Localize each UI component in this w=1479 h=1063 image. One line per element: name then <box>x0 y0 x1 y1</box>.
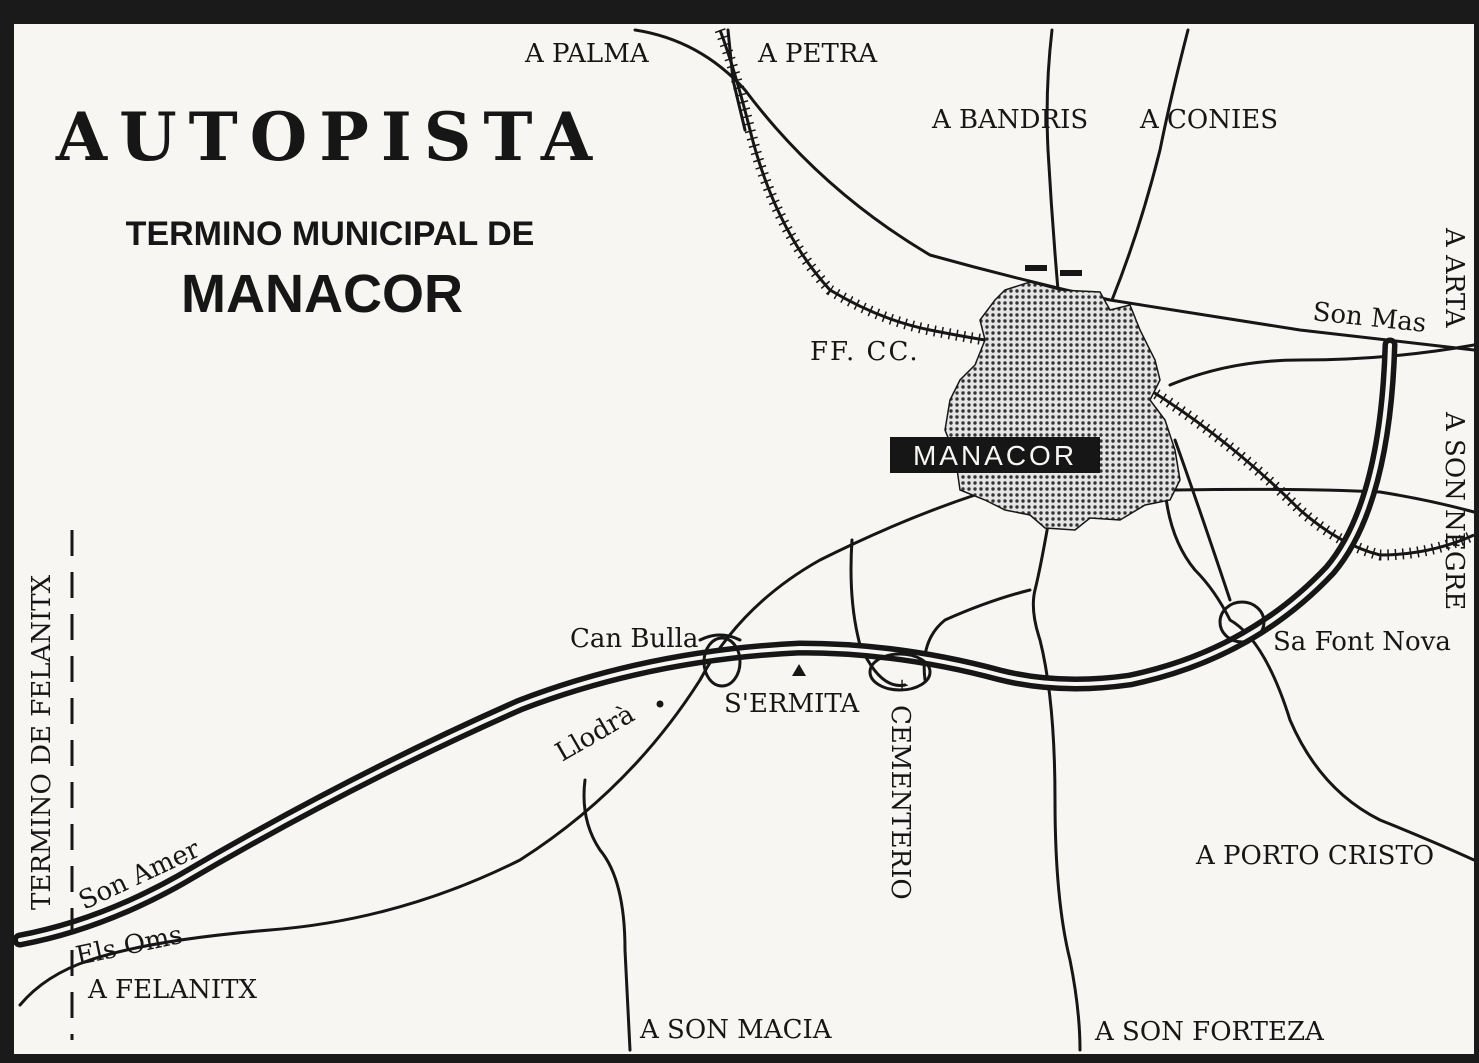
road-bandris <box>1045 28 1060 292</box>
road-petra <box>726 28 747 132</box>
railway <box>714 28 1477 561</box>
road-porto-cristo <box>1163 488 1476 862</box>
label-cementerio: CEMENTERIO <box>885 705 915 900</box>
title-main: AUTOPISTA <box>55 98 604 176</box>
station-mark <box>1060 270 1082 276</box>
cross-icon: + <box>894 675 909 696</box>
road-can-bulla <box>698 633 742 642</box>
road-conies <box>1110 28 1190 302</box>
motorway <box>12 337 1398 948</box>
town-label-box <box>890 437 1100 473</box>
label-a-felanitx: A FELANITX <box>87 975 257 1005</box>
interchange-cementerio <box>868 652 932 692</box>
map-paper <box>14 24 1474 1054</box>
label-termino-felanitx: TERMINO DE FELANITX <box>27 574 57 910</box>
hill-icon <box>792 664 806 676</box>
label-a-palma: A PALMA <box>524 39 650 69</box>
point-icon <box>656 700 664 708</box>
road-son-forteza <box>1031 523 1082 1052</box>
title-line3: MANACOR <box>181 264 463 324</box>
town-label: MANACOR <box>913 440 1077 471</box>
interchange-can-bulla <box>702 636 742 688</box>
label-a-bandris: A BANDRIS <box>931 105 1088 135</box>
title-line2: TERMINO MUNICIPAL DE <box>126 215 535 253</box>
label-a-son-forteza: A SON FORTEZA <box>1094 1017 1325 1047</box>
road-font-nova-link <box>1173 438 1232 602</box>
interchange-sa-font-nova <box>1218 600 1266 644</box>
label-sa-font-nova: Sa Font Nova <box>1273 627 1451 657</box>
label-can-bulla: Can Bulla <box>570 624 698 654</box>
road-palma <box>633 28 1476 352</box>
label-s-ermita: S'ERMITA <box>724 689 860 719</box>
station-mark <box>1025 265 1047 271</box>
label-a-petra: A PETRA <box>757 39 878 69</box>
interchanges <box>702 600 1266 692</box>
label-a-arta: A ARTA <box>1439 227 1469 329</box>
label-a-son-negre: A SON NEGRE <box>1439 411 1469 610</box>
road-son-macia <box>582 778 632 1052</box>
label-a-conies: A CONIES <box>1139 105 1278 135</box>
road-arta-link <box>1168 343 1476 387</box>
road-felanitx <box>18 493 977 1007</box>
label-a-son-macia: A SON MACIA <box>639 1015 833 1045</box>
label-a-porto-cristo: A PORTO CRISTO <box>1195 841 1434 871</box>
label-ff-cc: FF. CC. <box>810 337 920 367</box>
